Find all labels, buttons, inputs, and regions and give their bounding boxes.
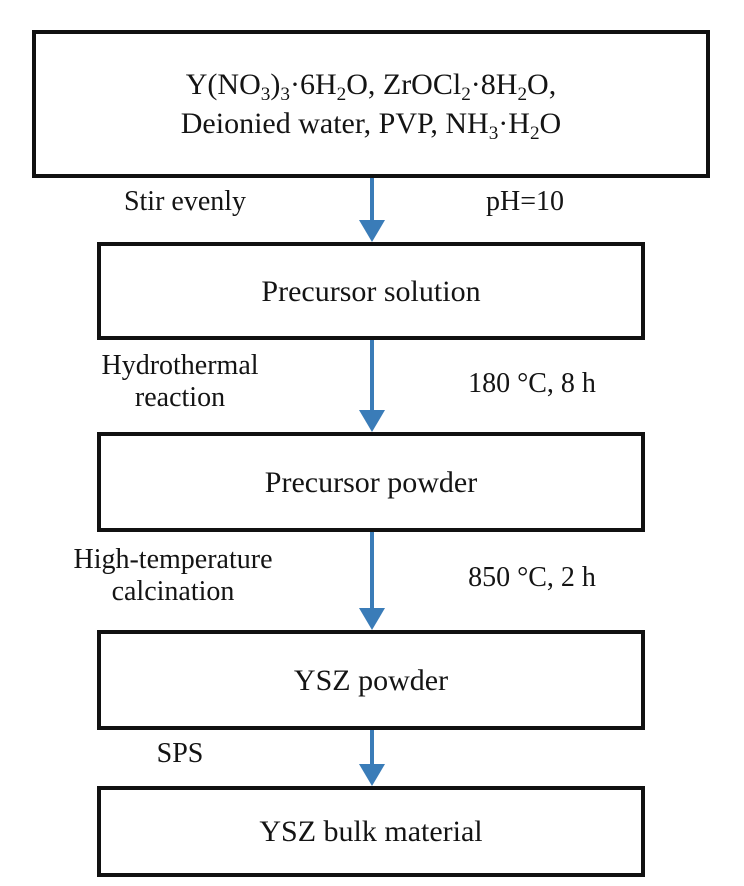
node-precursor-powder-label: Precursor powder [264,465,478,499]
node-precursor-solution-label: Precursor solution [261,274,481,308]
edge-label-ph: pH=10 [485,186,564,217]
edge-label-high-temperature-calcination: High-temperature calcination [73,544,273,608]
node-precursor-solution: Precursor solution [97,242,645,340]
node-ysz-powder: YSZ powder [97,630,645,730]
node-reagents: Y(NO3)3·6H2O, ZrOCl2·8H2O, Deionied wate… [32,30,710,178]
arrow-down-icon-3 [359,532,385,630]
arrow-down-icon-1 [359,178,385,242]
arrow-head [359,410,385,432]
arrow-down-icon-2 [359,340,385,432]
node-precursor-powder: Precursor powder [97,432,645,532]
arrow-head [359,608,385,630]
edge-label-850c-2h: 850 °C, 2 h [468,562,596,593]
node-reagents-line-2: Deionied water, PVP, NH3·H2O [180,107,562,144]
edge-label-sps: SPS [156,738,204,769]
arrow-head [359,220,385,242]
arrow-shaft [370,178,374,220]
node-ysz-powder-label: YSZ powder [293,663,449,697]
node-ysz-bulk: YSZ bulk material [97,786,645,877]
arrow-shaft [370,730,374,764]
edge-label-stir-evenly: Stir evenly [123,186,247,217]
arrow-shaft [370,532,374,608]
arrow-down-icon-4 [359,730,385,786]
arrow-head [359,764,385,786]
arrow-shaft [370,340,374,410]
edge-label-hydrothermal-reaction: Hydrothermal reaction [101,350,259,414]
node-reagents-line-1: Y(NO3)3·6H2O, ZrOCl2·8H2O, [185,68,557,105]
edge-label-180c-8h: 180 °C, 8 h [468,368,596,399]
node-ysz-bulk-label: YSZ bulk material [259,815,483,848]
